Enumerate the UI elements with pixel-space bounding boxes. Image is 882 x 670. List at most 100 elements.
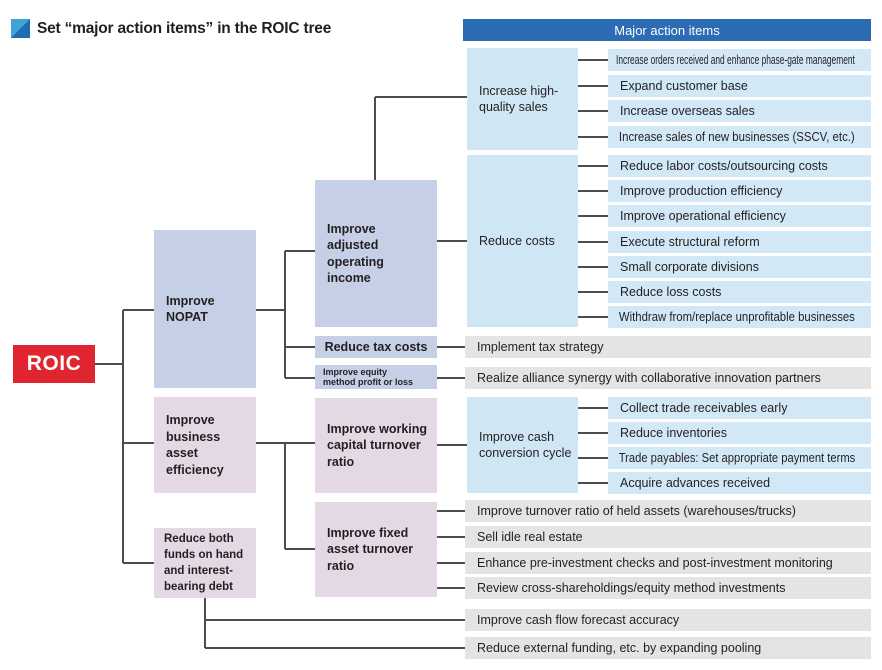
action-item-row: Improve production efficiency <box>608 180 871 202</box>
connector-line <box>284 443 286 549</box>
header-label: Major action items <box>614 22 720 38</box>
action-item-row: Sell idle real estate <box>465 526 871 548</box>
action-item-label: Review cross-shareholdings/equity method… <box>477 581 786 595</box>
action-item-label: Improve turnover ratio of held assets (w… <box>477 504 796 518</box>
connector-line <box>204 598 206 648</box>
action-item-row: Implement tax strategy <box>465 336 871 358</box>
connector-line <box>205 619 465 621</box>
connector-line <box>437 240 467 242</box>
node-increase-high-quality-sales: Increase high-quality sales <box>467 48 578 150</box>
action-item-row: Reduce labor costs/outsourcing costs <box>608 155 871 177</box>
action-item-row: Execute structural reform <box>608 231 871 253</box>
action-item-label: Trade payables: Set appropriate payment … <box>618 451 856 465</box>
connector-line <box>285 346 315 348</box>
page-title-label: Set “major action items” in the ROIC tre… <box>37 19 332 37</box>
action-item-label: Reduce inventories <box>620 426 728 440</box>
node-label: Improve working capital turnover ratio <box>327 421 428 469</box>
connector-line <box>123 442 154 444</box>
action-item-label: Realize alliance synergy with collaborat… <box>477 371 821 385</box>
node-improve-working-capital-turnover: Improve working capital turnover ratio <box>315 398 437 493</box>
action-item-label: Reduce loss costs <box>620 285 722 299</box>
node-label: Reduce both funds on hand and interest-b… <box>164 533 244 593</box>
action-item-label: Enhance pre-investment checks and post-i… <box>477 556 833 570</box>
action-item-row: Reduce loss costs <box>608 281 871 303</box>
connector-line <box>578 215 608 217</box>
action-item-label: Implement tax strategy <box>477 340 604 354</box>
action-item-label: Improve cash flow forecast accuracy <box>477 613 680 627</box>
action-item-label: Collect trade receivables early <box>620 401 788 415</box>
connector-line <box>256 309 285 311</box>
action-item-row: Withdraw from/replace unprofitable busin… <box>608 306 871 328</box>
connector-line <box>578 165 608 167</box>
action-item-label: Increase overseas sales <box>620 104 755 118</box>
node-label: Improve business asset efficiency <box>166 413 224 477</box>
action-item-row: Increase sales of new businesses (SSCV, … <box>608 126 871 148</box>
action-item-label: Withdraw from/replace unprofitable busin… <box>618 310 855 324</box>
action-item-row: Realize alliance synergy with collaborat… <box>465 367 871 389</box>
node-reduce-costs: Reduce costs <box>467 155 578 327</box>
node-reduce-tax-costs: Reduce tax costs <box>315 336 437 358</box>
connector-line <box>578 266 608 268</box>
connector-line <box>374 97 376 180</box>
action-item-label: Improve operational efficiency <box>620 209 786 223</box>
connector-line <box>285 250 315 252</box>
connector-line <box>437 444 467 446</box>
connector-line <box>578 407 608 409</box>
connector-line <box>284 251 286 378</box>
node-improve-business-asset-efficiency: Improve business asset efficiency <box>154 397 256 493</box>
action-item-row: Acquire advances received <box>608 472 871 494</box>
node-label: Increase high-quality sales <box>479 83 559 115</box>
connector-line <box>578 241 608 243</box>
connector-line <box>578 190 608 192</box>
action-item-row: Improve cash flow forecast accuracy <box>465 609 871 631</box>
action-item-row: Improve turnover ratio of held assets (w… <box>465 500 871 522</box>
connector-line <box>578 291 608 293</box>
action-item-label: Reduce external funding, etc. by expandi… <box>477 641 762 655</box>
action-item-row: Collect trade receivables early <box>608 397 871 419</box>
action-item-row: Trade payables: Set appropriate payment … <box>608 447 871 469</box>
node-label-line1: Improve equity <box>323 367 388 377</box>
node-improve-fixed-asset-turnover: Improve fixed asset turnover ratio <box>315 502 437 597</box>
action-item-label: Improve production efficiency <box>620 184 783 198</box>
action-item-row: Expand customer base <box>608 75 871 97</box>
connector-line <box>578 110 608 112</box>
major-action-items-header: Major action items <box>463 19 871 41</box>
connector-line <box>437 377 465 379</box>
title-bullet-icon <box>11 19 30 38</box>
connector-line <box>578 482 608 484</box>
connector-line <box>123 309 154 311</box>
action-item-label: Expand customer base <box>620 79 748 93</box>
connector-line <box>578 457 608 459</box>
node-label: Improve fixed asset turnover ratio <box>327 525 414 573</box>
node-improve-adjusted-operating-income: Improve adjusted operating income <box>315 180 437 327</box>
action-item-label: Reduce labor costs/outsourcing costs <box>620 159 828 173</box>
node-label: Reduce tax costs <box>324 339 428 354</box>
action-item-label: Increase sales of new businesses (SSCV, … <box>618 130 855 144</box>
connector-line <box>437 346 465 348</box>
connector-line <box>285 548 315 550</box>
node-label-line2: method profit or loss <box>323 377 413 387</box>
connector-line <box>95 363 123 365</box>
connector-line <box>578 85 608 87</box>
action-item-row: Increase orders received and enhance pha… <box>608 49 871 71</box>
action-item-row: Enhance pre-investment checks and post-i… <box>465 552 871 574</box>
action-item-row: Improve operational efficiency <box>608 205 871 227</box>
node-improve-cash-conversion-cycle: Improve cash conversion cycle <box>467 397 578 493</box>
connector-line <box>122 310 124 563</box>
action-item-row: Review cross-shareholdings/equity method… <box>465 577 871 599</box>
connector-line <box>375 96 467 98</box>
node-improve-nopat: Improve NOPAT <box>154 230 256 388</box>
node-roic-label: ROIC <box>26 352 82 375</box>
connector-line <box>437 510 465 512</box>
connector-line <box>123 562 154 564</box>
connector-line <box>437 587 465 589</box>
node-improve-equity-method-profit-or-loss: Improve equity method profit or loss <box>315 365 437 389</box>
action-item-label: Execute structural reform <box>620 235 760 249</box>
connector-line <box>205 647 465 649</box>
node-label: Improve adjusted operating income <box>327 221 384 286</box>
connector-line <box>578 136 608 138</box>
action-item-row: Small corporate divisions <box>608 256 871 278</box>
node-label: Reduce costs <box>479 233 555 248</box>
node-label: Improve NOPAT <box>166 293 215 325</box>
